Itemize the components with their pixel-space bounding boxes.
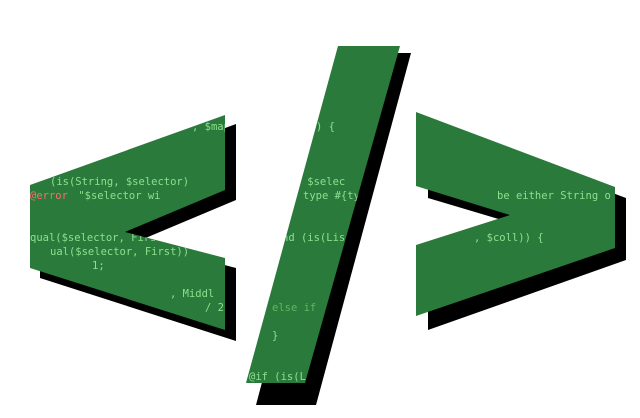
code-fragment: type #{ty — [303, 190, 360, 202]
code-fragment: ) { — [316, 121, 335, 133]
code-error-keyword: @error — [30, 190, 68, 202]
code-fragment: , Middl — [170, 288, 214, 300]
code-fragment: qual($selector, First) — [30, 232, 169, 244]
code-fragment: er, $selec — [282, 176, 345, 188]
code-fragment: } — [272, 330, 278, 342]
code-fragment: 1; — [92, 260, 105, 272]
code-fragment: "$selector wi — [72, 190, 161, 202]
code-fragment: / 2 — [205, 302, 224, 314]
code-fragment: ual($selector, First)) — [50, 246, 189, 258]
logo-fill — [30, 46, 615, 383]
code-fragment: (is(String, $selector) — [50, 176, 189, 188]
code-fragment: be either String o — [497, 190, 611, 202]
code-fragment: nd (is(Lis — [282, 232, 345, 244]
code-fragment: , $coll)) { — [474, 232, 544, 244]
right-bracket — [416, 112, 615, 316]
code-fragment: else if — [272, 302, 316, 314]
slash — [246, 46, 400, 383]
left-bracket — [30, 115, 225, 330]
code-fragment: , $map — [192, 121, 230, 133]
code-fragment: @if (is(L — [249, 371, 306, 383]
